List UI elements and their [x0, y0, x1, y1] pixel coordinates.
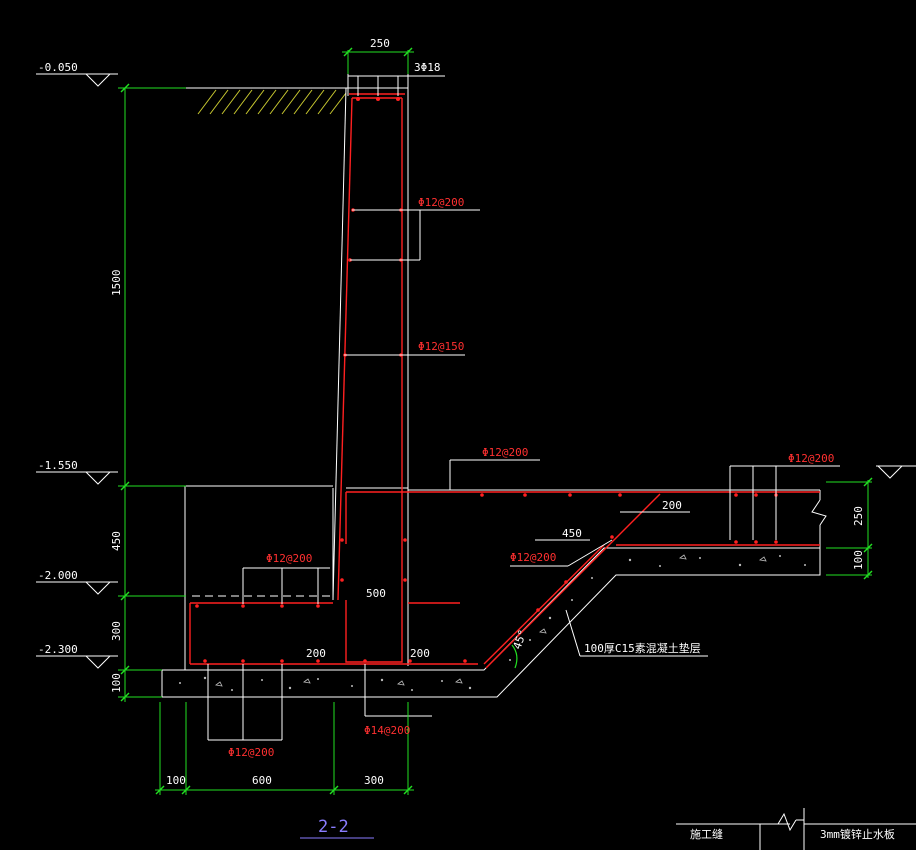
dim-bottom-600: 600 — [252, 774, 272, 787]
dim-bottom-300: 300 — [364, 774, 384, 787]
wall-outline — [184, 87, 827, 670]
rebar-slope: Φ12@200 — [510, 551, 556, 564]
dim-inner-450: 450 — [562, 527, 582, 540]
rebar-slab-top: Φ12@200 — [482, 446, 528, 459]
dim-right-100: 100 — [852, 550, 865, 570]
rebar-lines — [189, 93, 820, 669]
angle-arc — [511, 644, 518, 669]
dimension-ticks — [120, 47, 873, 795]
dim-300: 300 — [110, 621, 123, 641]
dim-bottom-100: 100 — [166, 774, 186, 787]
note-cushion: 100厚C15素混凝土垫层 — [584, 641, 701, 655]
elevation-label-top: -0.050 — [38, 61, 78, 74]
dim-450: 450 — [110, 531, 123, 551]
section-title: 2-2 — [318, 817, 349, 837]
dim-inner-500: 500 — [366, 587, 386, 600]
dimension-lines — [118, 50, 872, 795]
elevation-label-footing-bottom: -2.300 — [38, 643, 78, 656]
note-waterstop: 3mm镀锌止水板 — [820, 827, 895, 841]
elevation-label-footing-top: -2.000 — [38, 569, 78, 582]
rebar-footing-top: Φ12@200 — [266, 552, 312, 565]
rebar-wall-lower: Φ12@150 — [418, 340, 464, 353]
dim-right-250: 250 — [852, 506, 865, 526]
dim-1500: 1500 — [110, 270, 123, 297]
note-construction-joint: 施工缝 — [690, 827, 723, 841]
rebar-top-bars: 3Φ18 — [414, 61, 441, 74]
elevation-markers — [36, 73, 916, 669]
legend-joint — [676, 808, 916, 850]
dim-inner-200-right: 200 — [410, 647, 430, 660]
dim-inner-200-left: 200 — [306, 647, 326, 660]
rebar-wall-upper: Φ12@200 — [418, 196, 464, 209]
elevation-label-slab: -1.550 — [38, 459, 78, 472]
rebar-footing-bottom: Φ12@200 — [228, 746, 274, 759]
rebar-right-slab: Φ12@200 — [788, 452, 834, 465]
ground-hatch — [125, 87, 347, 115]
dim-inner-200-slope: 200 — [662, 499, 682, 512]
angle-label: 45° — [511, 628, 530, 651]
rebar-footing-main: Φ14@200 — [364, 724, 410, 737]
dim-100: 100 — [110, 673, 123, 693]
dim-top-250: 250 — [370, 37, 390, 50]
leader-lines — [207, 74, 840, 741]
concrete-cushion — [161, 547, 821, 698]
rebar-dots — [195, 97, 778, 663]
